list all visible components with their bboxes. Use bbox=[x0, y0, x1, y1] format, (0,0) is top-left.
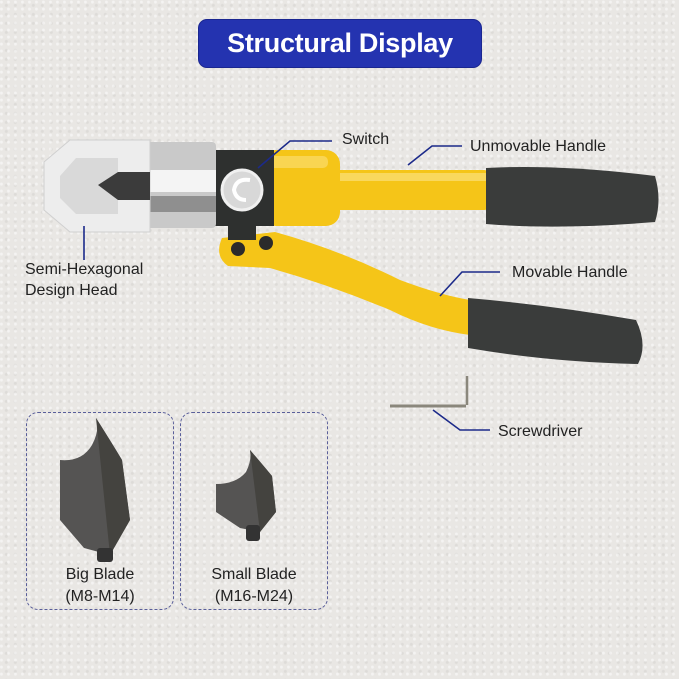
page-title: Structural Display bbox=[198, 19, 482, 68]
big-blade-image bbox=[60, 418, 130, 562]
small-blade-name: Small Blade bbox=[211, 566, 297, 583]
callout-movable-handle: Movable Handle bbox=[512, 264, 628, 281]
small-blade-card: Small Blade (M16-M24) bbox=[180, 412, 328, 610]
callout-unmovable-handle: Unmovable Handle bbox=[470, 138, 607, 155]
callout-screwdriver: Screwdriver bbox=[498, 423, 583, 440]
big-blade-range: (M8-M14) bbox=[65, 588, 135, 605]
small-blade-image bbox=[216, 450, 276, 541]
big-blade-name: Big Blade bbox=[65, 566, 135, 583]
small-blade-range: (M16-M24) bbox=[214, 588, 294, 605]
callout-head-line1: Semi-Hexagonal bbox=[25, 261, 144, 278]
callout-head-line2: Design Head bbox=[25, 282, 118, 299]
callout-switch: Switch bbox=[342, 131, 390, 148]
big-blade-card: Big Blade (M8-M14) bbox=[26, 412, 174, 610]
